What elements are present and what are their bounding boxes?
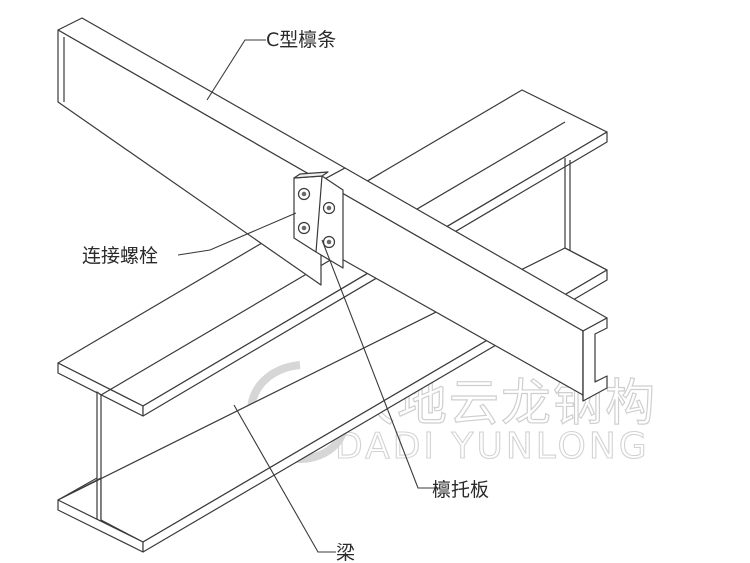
label-bolts: 连接螺栓 <box>82 245 158 267</box>
bolt-2 <box>322 201 336 215</box>
label-purlin-support: 檩托板 <box>432 479 489 501</box>
beam-bottom-flange-left <box>57 477 98 501</box>
bolt-4 <box>322 235 336 249</box>
c-purlin <box>57 17 608 402</box>
support-plate-bend-line <box>315 175 323 253</box>
leader-beam <box>233 404 336 553</box>
purlin-left-web-face <box>57 29 322 286</box>
label-purlin: C型檩条 <box>266 29 336 51</box>
leader-purlin <box>206 39 266 101</box>
leader-lines <box>177 39 440 553</box>
watermark-latin-text: DADI YUNLONG <box>335 426 650 467</box>
support-plate-top-edge <box>293 171 329 179</box>
leader-purlin-support <box>321 239 440 489</box>
label-beam: 梁 <box>336 542 355 563</box>
beam-bottom-flange-back <box>564 247 608 271</box>
leader-bolts <box>177 212 297 256</box>
bolt-1 <box>297 187 311 201</box>
labels: C型檩条 连接螺栓 檩托板 梁 <box>82 29 489 563</box>
bolt-3 <box>297 221 311 235</box>
purlin-end-profile <box>582 317 608 402</box>
connection-bolts <box>297 187 336 249</box>
